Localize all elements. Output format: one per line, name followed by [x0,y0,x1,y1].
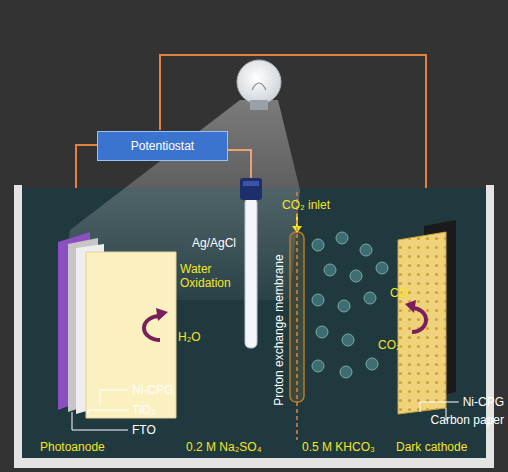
leader-line [72,390,128,430]
part-label: H₂O [178,330,201,344]
instrument-box: Potentiostat [97,131,228,161]
reference-electrode [240,178,262,348]
part-label: CO [390,286,408,300]
part-label: Proton exchange membrane [272,254,286,405]
part-label: Water Oxidation [180,262,242,290]
part-label: Dark cathode [396,440,467,454]
part-label: Ni-CPG [463,395,504,409]
part-label: FTO [132,423,156,437]
part-label: CO₂ [378,338,401,352]
light-bulb [237,60,281,110]
dark-cathode [398,220,456,414]
part-label: Photoanode [40,440,105,454]
part-label: Ag/AgCl [192,236,236,250]
photoanode [58,232,176,418]
node-text: Potentiostat [98,139,227,153]
part-label: CO₂ inlet [282,198,330,212]
gas-bubble [312,232,388,378]
part-label: 0.2 M Na₂SO₄ [186,440,262,454]
part-label: Ni-CPG [132,383,173,397]
membrane [296,192,298,440]
part-label: 0.5 M KHCO₃ [302,440,375,454]
part-label: TiO₂ [132,403,156,417]
part-label: Carbon paper [431,413,504,427]
